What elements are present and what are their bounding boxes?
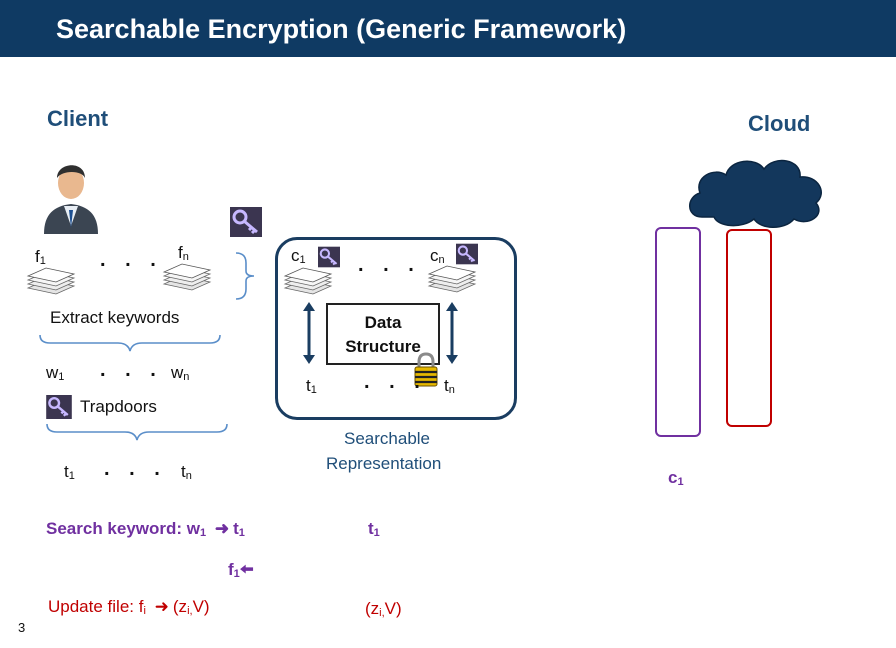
brace-icon (235, 252, 255, 300)
key-icon (456, 243, 478, 265)
key-icon (318, 246, 340, 268)
representation-caption-line2: Representation (326, 454, 442, 473)
trapdoors-label: Trapdoors (80, 397, 157, 416)
data-structure-line2: Structure (345, 337, 421, 356)
title-bar (0, 0, 896, 57)
search-keyword-row: Search keyword: w1 ➜t1 (46, 519, 245, 539)
trapdoor-last-label: tn (181, 462, 192, 482)
trapdoors-ellipsis: . . . (104, 458, 167, 480)
brace-icon (39, 334, 221, 352)
extract-keywords-label: Extract keywords (50, 308, 180, 327)
double-arrow-icon (303, 302, 315, 364)
document-stack-icon (283, 267, 333, 295)
tag-last-label: tn (444, 376, 455, 396)
cloud-column-label: c1 (668, 468, 684, 488)
document-stack-icon (26, 267, 76, 295)
user-avatar-icon (44, 165, 98, 234)
update-token-right: (zi,V) (365, 599, 402, 619)
cipher-first-label: c1 (291, 246, 306, 266)
cloud-storage-column-purple (655, 227, 701, 437)
brace-icon (46, 423, 228, 441)
page-number: 3 (18, 620, 26, 635)
files-ellipsis: . . . (100, 249, 163, 271)
trapdoor-first-label: t1 (64, 462, 75, 482)
search-token-right: t1 (368, 519, 380, 539)
lock-icon (414, 352, 438, 387)
data-structure-line1: Data (364, 313, 402, 332)
ciphers-ellipsis: . . . (358, 254, 421, 276)
key-icon (230, 207, 262, 237)
keywords-ellipsis: . . . (100, 359, 163, 381)
cloud-icon (689, 159, 822, 228)
document-stack-icon (162, 263, 212, 291)
tag-first-label: t1 (306, 376, 317, 396)
key-icon (46, 395, 72, 419)
file-first-label: f1 (35, 247, 46, 267)
search-result: f1🠨 (228, 560, 254, 580)
update-file-row: Update file: fi ➜(zi,V) (48, 597, 210, 617)
double-arrow-icon (446, 302, 458, 364)
representation-caption-line1: Searchable (344, 429, 431, 448)
file-last-label: fn (178, 243, 189, 263)
slide-title: Searchable Encryption (Generic Framework… (56, 14, 627, 44)
document-stack-icon (427, 265, 477, 293)
searchable-representation-frame (275, 237, 517, 420)
cloud-label: Cloud (748, 111, 811, 136)
cloud-storage-column-red (726, 229, 772, 427)
tags-ellipsis: . . . (364, 371, 427, 393)
keyword-first-label: w1 (46, 363, 65, 383)
client-label: Client (47, 106, 109, 131)
cipher-last-label: cn (430, 246, 445, 266)
keyword-last-label: wn (171, 363, 190, 383)
